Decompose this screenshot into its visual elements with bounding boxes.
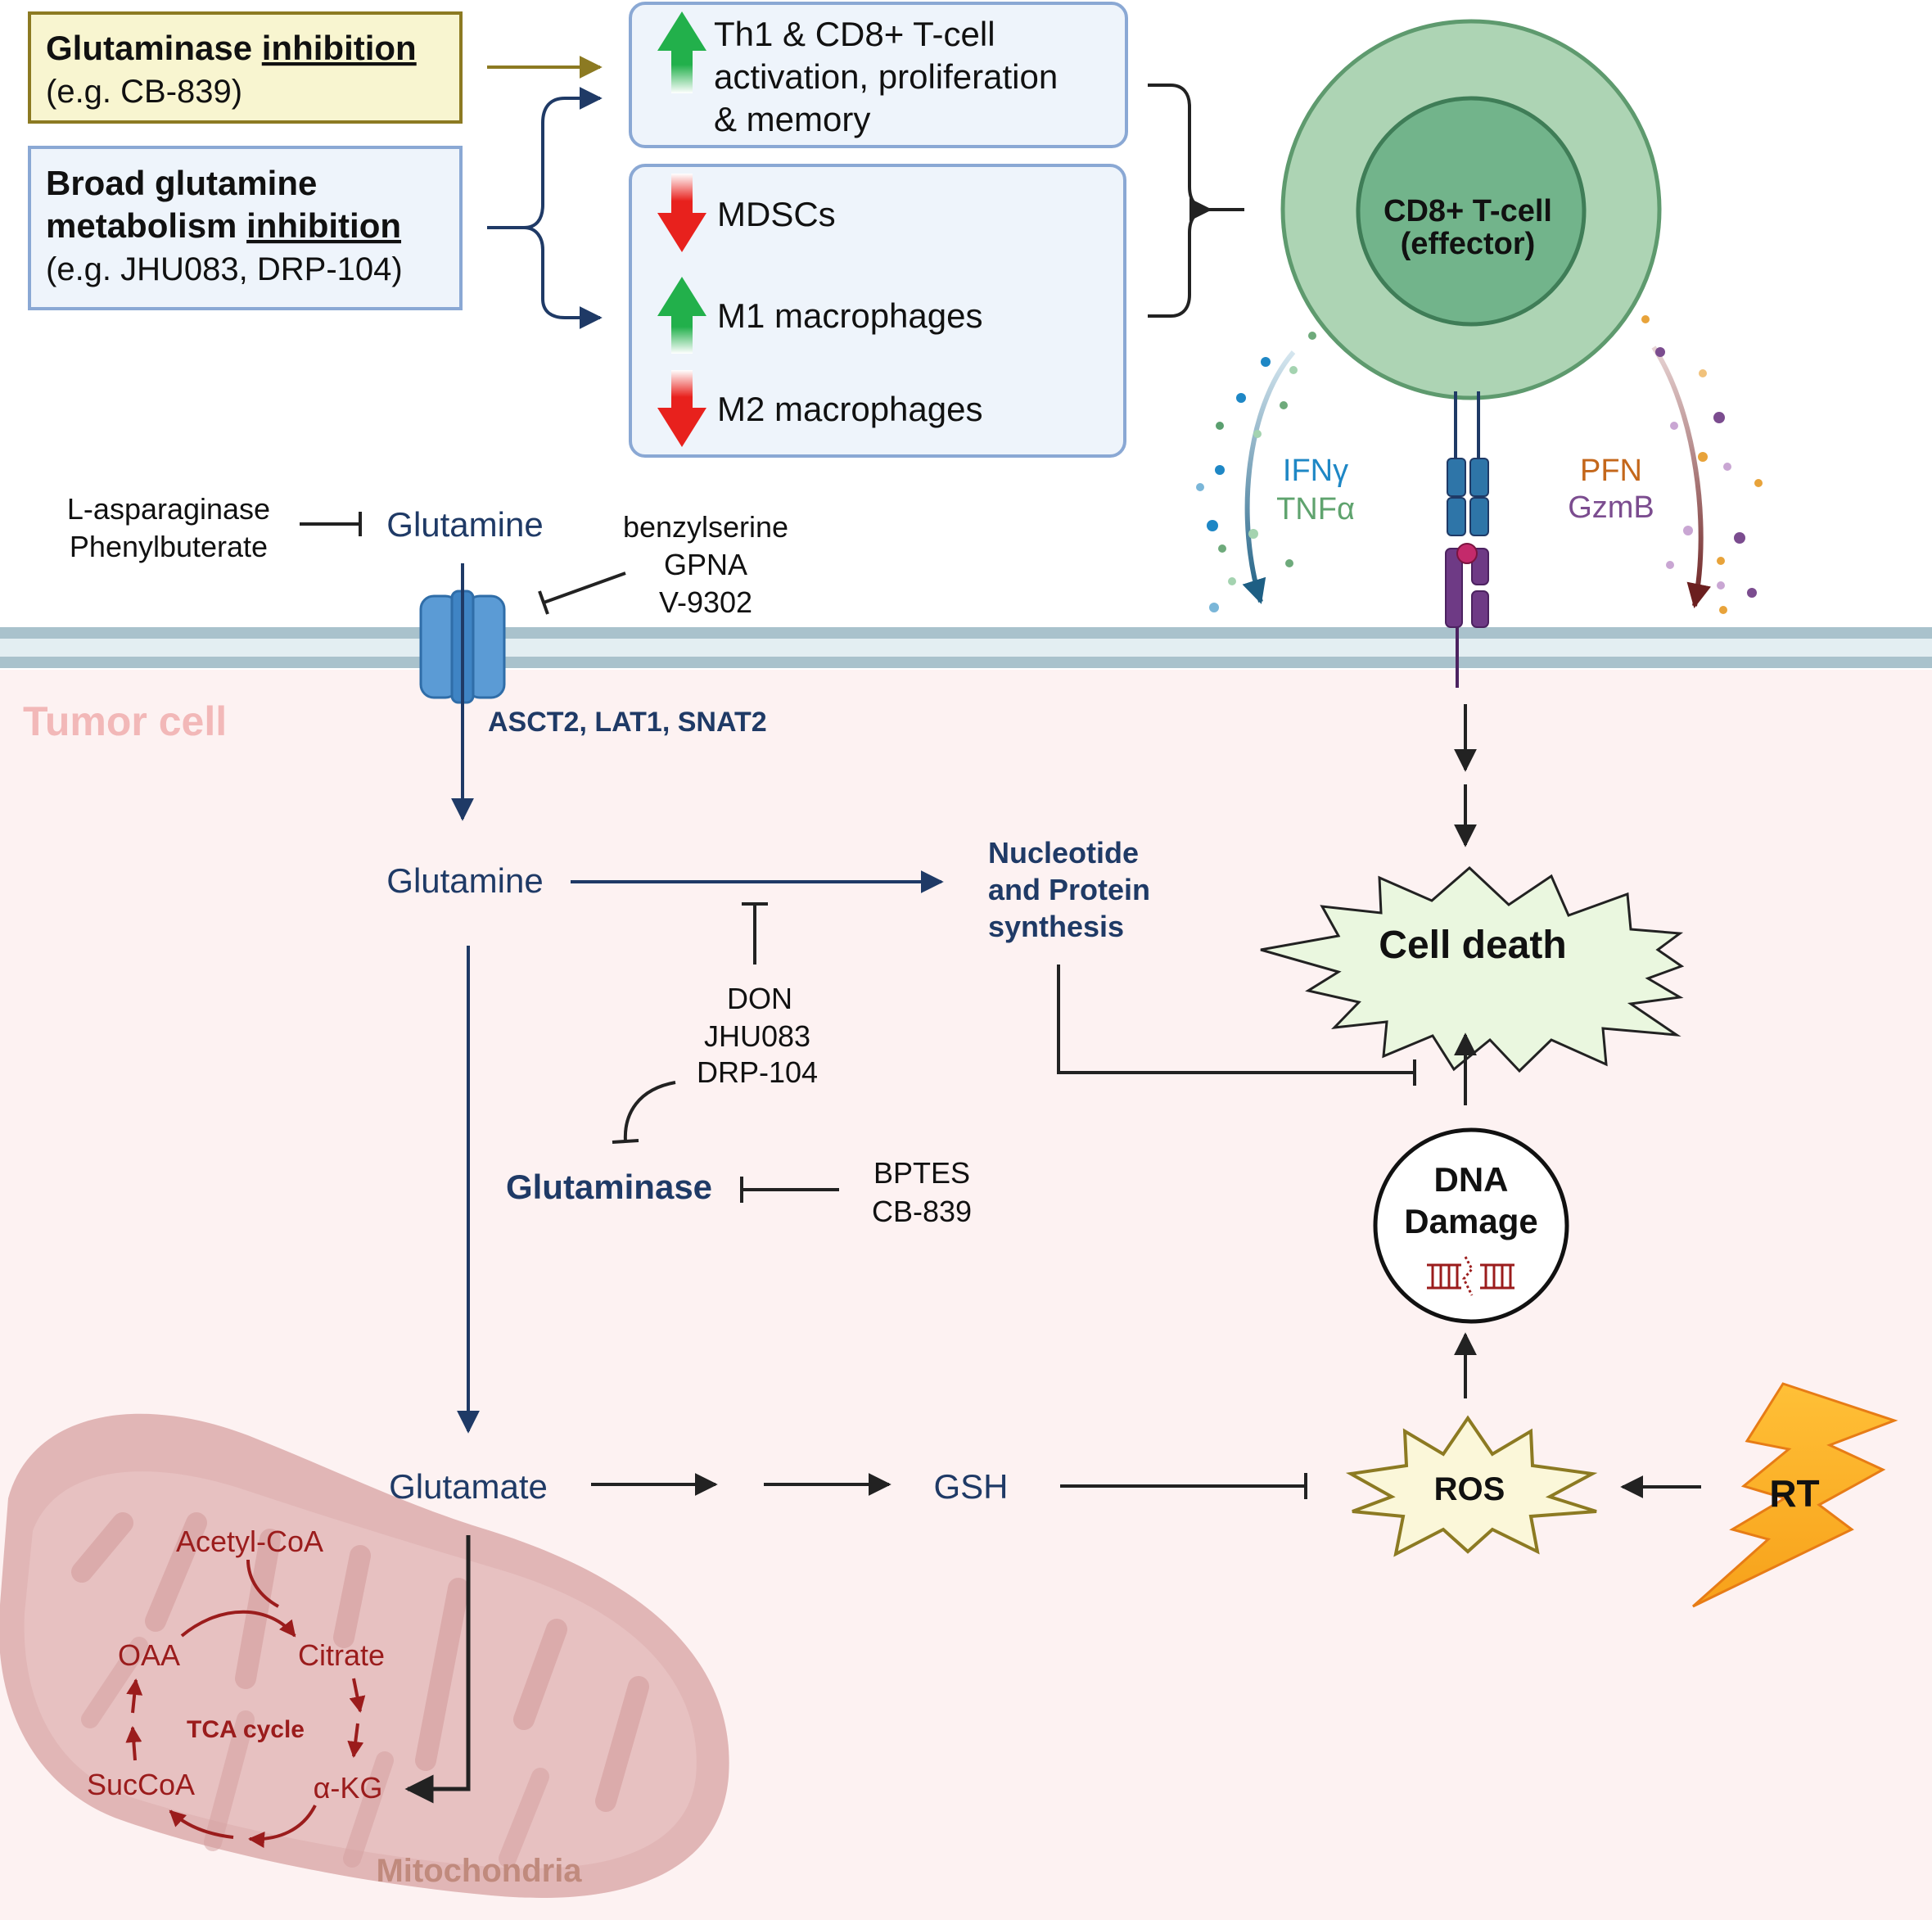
cell-death-starburst (1260, 865, 1685, 1073)
phenylbuterate-label: Phenylbuterate (70, 530, 268, 563)
converge-brace (1148, 84, 1244, 318)
succoa-label: SucCoA (87, 1768, 195, 1801)
citrate-down-arrow-2 (347, 1723, 364, 1758)
broad-inhibition-box (28, 146, 463, 310)
glutaminase-label: Glutaminase (506, 1168, 712, 1206)
cb839-label: CB-839 (872, 1195, 972, 1228)
don-inhibit-synthesis-line (742, 902, 768, 965)
cell-death-label: Cell death (1379, 924, 1566, 967)
broad-branch-connector (487, 87, 603, 229)
gzmb-label: GzmB (1568, 490, 1654, 525)
nucleotide-line2: and Protein (988, 873, 1150, 906)
don-label: DON (727, 982, 792, 1015)
jhu083-label: JHU083 (704, 1019, 810, 1053)
broken-dna-icon (1427, 1256, 1514, 1296)
pfn-label: PFN (1580, 454, 1642, 488)
th1-line3: & memory (714, 100, 870, 138)
acetyl-join-arc (246, 1559, 279, 1608)
ros-label: ROS (1434, 1471, 1505, 1507)
m2-down-arrow (657, 370, 706, 447)
broad-branch-lower (523, 226, 603, 329)
tca-cycle-label: TCA cycle (187, 1716, 305, 1743)
tnf-alpha-label: TNFα (1276, 492, 1355, 526)
membrane-inner (0, 639, 1932, 657)
acetyl-coa-label: Acetyl-CoA (176, 1525, 323, 1558)
mitochondria-label: Mitochondria (376, 1853, 582, 1889)
t-cell-label-line1: CD8+ T-cell (1384, 194, 1552, 228)
cytokine-dots-left (1196, 332, 1316, 612)
myeloid-effect-box (629, 164, 1126, 458)
cytokine-dots-right (1641, 315, 1763, 614)
rt-label: RT (1769, 1472, 1819, 1515)
glutamate-to-akg-arrow (404, 1535, 471, 1804)
glutaminase-inhibition-title: Glutaminase inhibition (46, 29, 417, 67)
transporter-inhibit-line (538, 571, 626, 615)
glutamate-label: Glutamate (389, 1467, 548, 1506)
mdsc-label: MDSCs (717, 195, 836, 233)
t-cell-label-line2: (effector) (1401, 227, 1536, 261)
m2-label: M2 macrophages (717, 390, 983, 428)
glutamine-extracellular-label: Glutamine (386, 505, 543, 544)
transporters-label: ASCT2, LAT1, SNAT2 (488, 707, 767, 738)
succoa-up-arrow-1 (125, 1726, 142, 1761)
don-inhibit-glutaminase-line (612, 1081, 676, 1144)
membrane-outer-bottom (0, 657, 1932, 668)
broad-inhibition-line1: Broad glutamine (46, 164, 317, 202)
citrate-down-arrow-1 (349, 1678, 366, 1713)
v9302-label: V-9302 (659, 585, 752, 619)
gsh-label: GSH (933, 1467, 1008, 1506)
akg-label: α-KG (314, 1771, 383, 1805)
oaa-to-citrate-arrow (180, 1610, 296, 1638)
pfn-release-arrow (1651, 346, 1711, 608)
th1-line1: Th1 & CD8+ T-cell (714, 15, 995, 53)
drp104-label: DRP-104 (697, 1055, 818, 1089)
glutaminase-inhibition-box (28, 11, 463, 124)
oaa-label: OAA (118, 1638, 180, 1672)
th1-up-arrow (657, 11, 706, 93)
ifn-gamma-label: IFNγ (1283, 454, 1348, 488)
glutaminase-inhibition-example: (e.g. CB-839) (46, 74, 242, 110)
dna-damage-circle (1373, 1127, 1569, 1324)
nucleotide-inhibit-death-line (1057, 965, 1416, 1086)
ifn-release-arrow (1242, 350, 1296, 604)
membrane-outer-top (0, 627, 1932, 639)
ros-starburst (1345, 1415, 1598, 1557)
gpna-label: GPNA (664, 548, 747, 581)
th1-line2: activation, proliferation (714, 57, 1058, 96)
akg-to-succoa-arrow-2 (169, 1809, 234, 1839)
bptes-inhibit-line (740, 1177, 839, 1203)
tcr-mhc-complex (1445, 391, 1489, 688)
tca-cycle: Acetyl-CoA OAA Citrate TCA cycle SucCoA … (87, 1525, 582, 1889)
mitochondrion (0, 1413, 729, 1898)
t-cell-nucleus (1356, 96, 1587, 327)
l-asparaginase-label: L-asparaginase (67, 492, 270, 526)
dna-damage-line2: Damage (1404, 1202, 1537, 1240)
glutamine-transporter (419, 590, 506, 704)
citrate-label: Citrate (298, 1638, 385, 1672)
tumor-cell-label: Tumor cell (23, 698, 227, 744)
bptes-label: BPTES (873, 1156, 970, 1190)
rt-lightning-bolt (1692, 1382, 1898, 1608)
dna-damage-line1: DNA (1434, 1160, 1509, 1199)
glutamine-intracellular-label: Glutamine (386, 861, 543, 900)
m1-label: M1 macrophages (717, 296, 983, 335)
gsh-inhibit-ros-line (1060, 1473, 1307, 1499)
th1-effect-box (629, 2, 1128, 148)
mdsc-down-arrow (657, 174, 706, 252)
nucleotide-line3: synthesis (988, 910, 1124, 943)
benzylserine-label: benzylserine (623, 510, 788, 544)
broad-inhibition-example: (e.g. JHU083, DRP-104) (46, 251, 403, 287)
akg-to-succoa-arrow-1 (248, 1805, 317, 1849)
asparaginase-inhibit-line (300, 512, 362, 536)
m1-up-arrow (657, 277, 706, 354)
nucleotide-line1: Nucleotide (988, 836, 1139, 870)
broad-inhibition-line2: metabolism inhibition (46, 206, 401, 245)
succoa-up-arrow-2 (126, 1678, 143, 1714)
